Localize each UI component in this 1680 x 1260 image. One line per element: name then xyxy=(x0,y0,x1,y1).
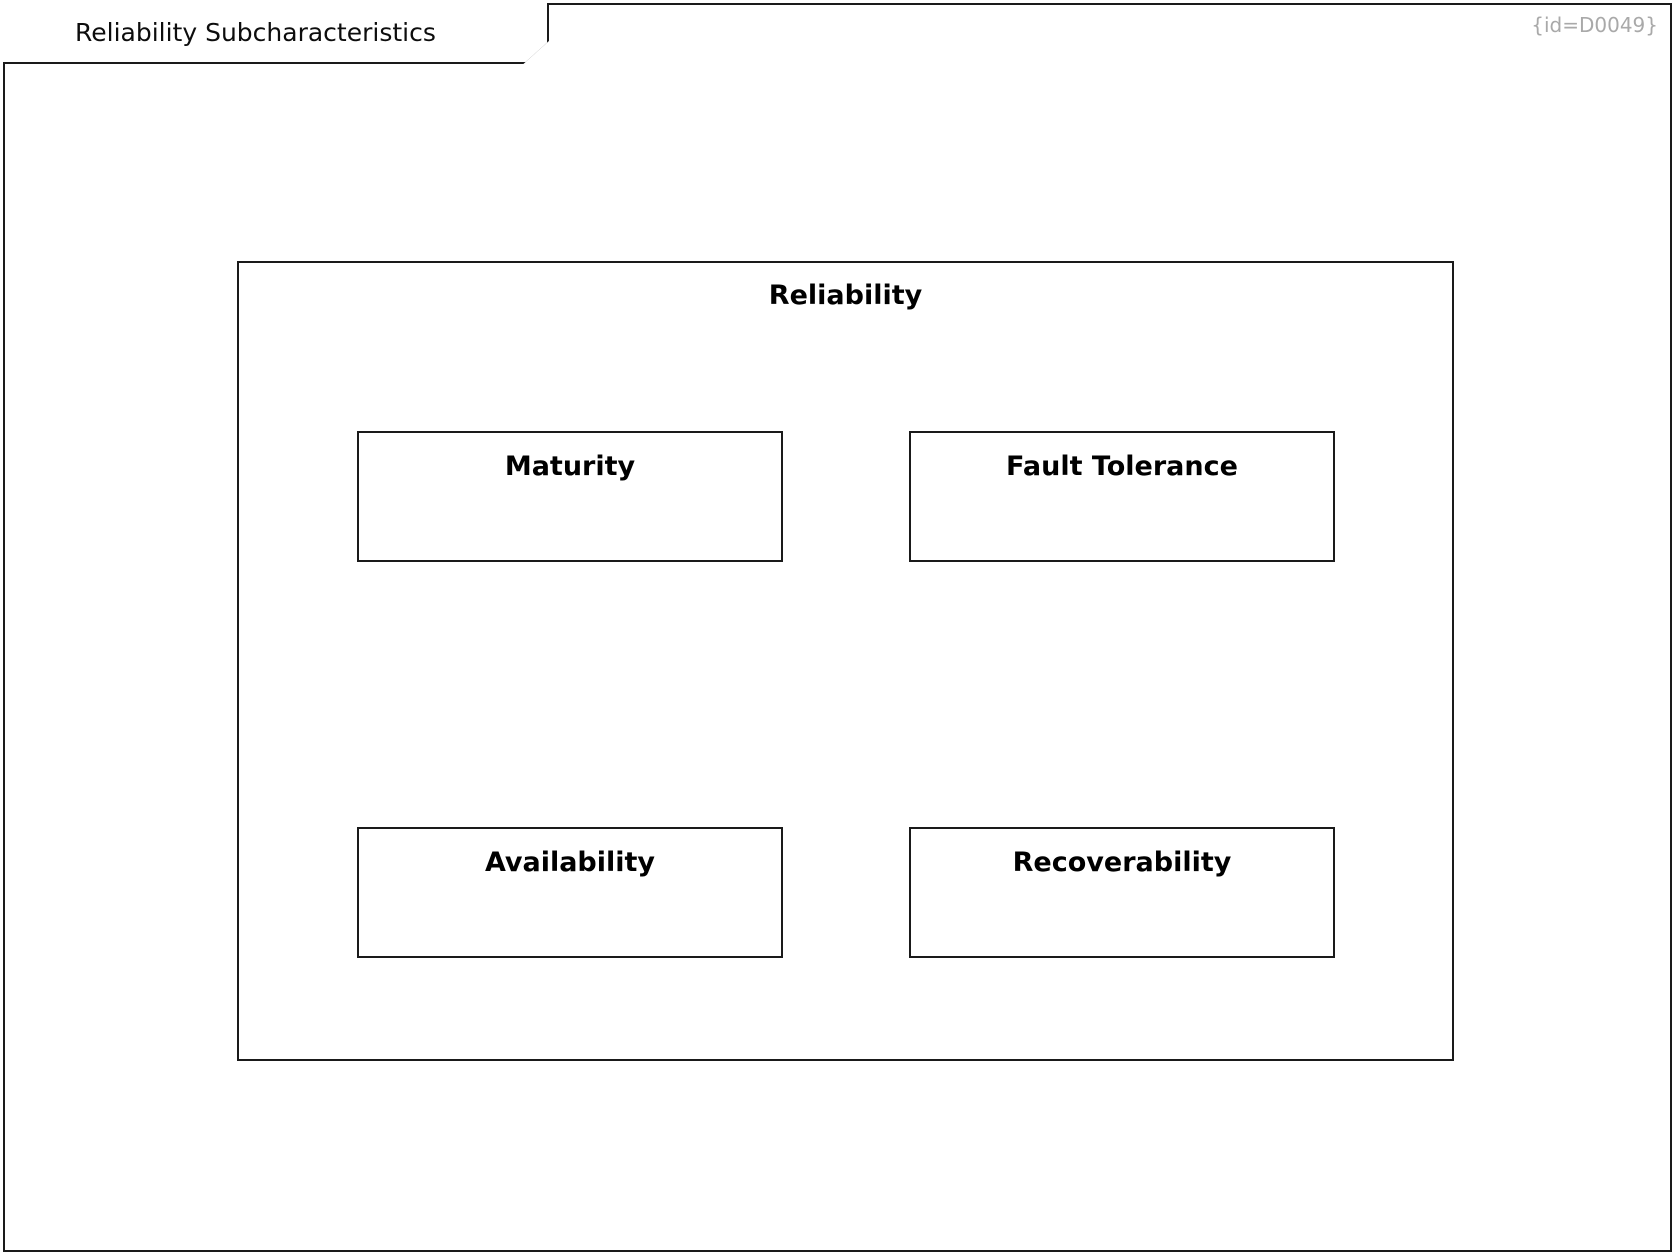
frame-name-tab: Reliability Subcharacteristics xyxy=(3,3,549,64)
subcharacteristic-box-availability[interactable]: Availability xyxy=(357,827,783,958)
diagram-id-label: {id=D0049} xyxy=(1531,13,1658,37)
uml-frame: {id=D0049} Reliability Maturity Fault To… xyxy=(3,3,1672,1252)
subcharacteristic-label: Fault Tolerance xyxy=(1006,451,1238,482)
frame-title: Reliability Subcharacteristics xyxy=(75,18,436,47)
characteristic-box-reliability[interactable]: Reliability Maturity Fault Tolerance Ava… xyxy=(237,261,1454,1061)
subcharacteristic-box-recoverability[interactable]: Recoverability xyxy=(909,827,1335,958)
subcharacteristic-box-fault-tolerance[interactable]: Fault Tolerance xyxy=(909,431,1335,562)
subcharacteristic-box-maturity[interactable]: Maturity xyxy=(357,431,783,562)
characteristic-title: Reliability xyxy=(768,280,923,311)
subcharacteristic-label: Availability xyxy=(484,847,656,878)
subcharacteristic-label: Recoverability xyxy=(1012,847,1232,878)
subcharacteristic-label: Maturity xyxy=(504,451,636,482)
